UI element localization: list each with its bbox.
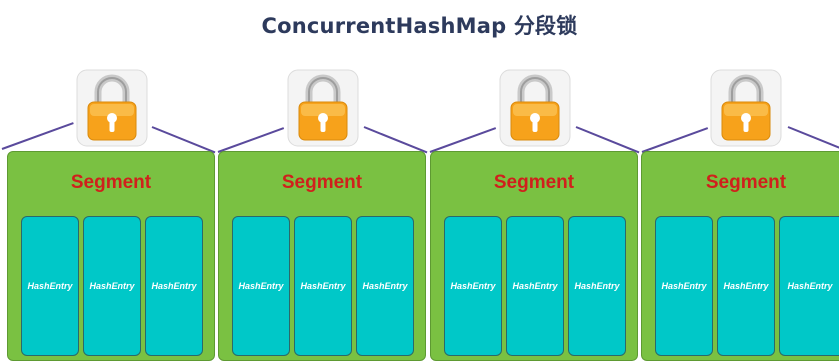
segment-label: Segment: [705, 172, 787, 193]
connector-line: [1, 122, 74, 150]
hash-entry: HashEntry: [655, 216, 713, 356]
lock-icon: [76, 69, 148, 147]
diagram-title: ConcurrentHashMap 分段锁: [261, 14, 578, 38]
segment: Segment HashEntry HashEntry HashEntry: [7, 151, 215, 361]
hash-entry-label: HashEntry: [300, 281, 346, 291]
connector-line: [363, 126, 428, 154]
hash-entry: HashEntry: [356, 216, 414, 356]
hash-entry-label: HashEntry: [89, 281, 135, 291]
hash-entry-label: HashEntry: [27, 281, 73, 291]
hash-entry: HashEntry: [232, 216, 290, 356]
hash-entry: HashEntry: [294, 216, 352, 356]
hash-entry-label: HashEntry: [723, 281, 769, 291]
segment-label: Segment: [281, 172, 363, 193]
hash-entry: HashEntry: [21, 216, 79, 356]
connector-line: [217, 127, 285, 153]
hash-entry-label: HashEntry: [362, 281, 408, 291]
segment: Segment HashEntry HashEntry HashEntry: [641, 151, 839, 361]
lock-icon: [499, 69, 571, 147]
hash-entry: HashEntry: [444, 216, 502, 356]
hash-entry: HashEntry: [145, 216, 203, 356]
hash-entry-label: HashEntry: [450, 281, 496, 291]
hash-entry-label: HashEntry: [512, 281, 558, 291]
segment: Segment HashEntry HashEntry HashEntry: [430, 151, 638, 361]
hash-entry-label: HashEntry: [238, 281, 284, 291]
segment-label: Segment: [493, 172, 575, 193]
lock-icon: [287, 69, 359, 147]
segment-label: Segment: [70, 172, 152, 193]
connector-line: [151, 126, 216, 154]
lock-icon: [710, 69, 782, 147]
hash-entry: HashEntry: [717, 216, 775, 356]
hash-entry: HashEntry: [506, 216, 564, 356]
hash-entry: HashEntry: [568, 216, 626, 356]
hash-entry: HashEntry: [83, 216, 141, 356]
connector-line: [429, 127, 497, 153]
connector-line: [575, 126, 640, 154]
hash-entry: HashEntry: [779, 216, 839, 356]
hash-entry-label: HashEntry: [787, 281, 833, 291]
hash-entry-label: HashEntry: [574, 281, 620, 291]
segment: Segment HashEntry HashEntry HashEntry: [218, 151, 426, 361]
connector-line: [641, 127, 709, 153]
hash-entry-label: HashEntry: [661, 281, 707, 291]
hash-entry-label: HashEntry: [151, 281, 197, 291]
connector-line: [787, 126, 839, 151]
